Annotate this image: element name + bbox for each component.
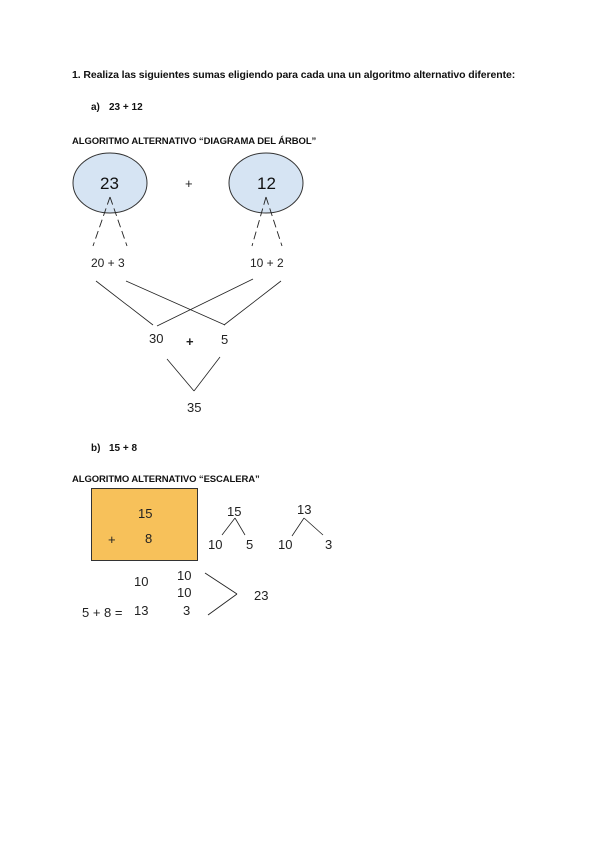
tree1-left: 10 [208,537,223,552]
cross-line-3 [156,278,254,327]
split-left-text: 20 + 3 [91,256,125,270]
part-b-heading: ALGORITMO ALTERNATIVO “ESCALERA” [72,474,260,485]
split-right-line-b [265,196,283,247]
circle-right-number: 12 [257,174,276,193]
tree1-right: 5 [246,537,254,552]
chevron-top [204,572,238,595]
cross-line-2 [125,280,226,326]
middle-plus: + [186,334,194,349]
circle-left-number: 23 [100,174,119,193]
part-a-expression: 23 + 12 [109,102,143,113]
plus-sign: + [185,176,193,191]
chevron-bottom [207,593,238,616]
tree2-left: 10 [278,537,293,552]
box-plus: + [108,532,116,547]
circle-right [228,152,304,214]
part-a-heading: ALGORITMO ALTERNATIVO “DIAGRAMA DEL ÁRBO… [72,136,317,147]
circle-left [72,152,148,214]
stair-col-mid: 10 [177,585,192,600]
tree1-line-right [234,517,246,536]
part-a-label: a) [91,102,100,113]
tree2-line-left [291,517,305,537]
merge-line-right [193,356,221,392]
tree1-top: 15 [227,504,242,519]
stair-eq-result: 13 [134,603,149,618]
stair-col-top: 10 [177,568,192,583]
tree2-line-right [303,517,324,536]
split-right-line-a [251,196,267,247]
part-b-expression: 15 + 8 [109,443,138,454]
instruction-text: 1. Realiza las siguientes sumas eligiend… [72,69,516,81]
tree2-right: 3 [325,537,333,552]
tree2-top: 13 [297,502,312,517]
final-result: 23 [254,588,269,603]
cross-line-1 [95,280,154,326]
tree1-line-left [221,517,236,536]
ones-sum: 5 [221,332,229,347]
box-top-number: 15 [138,506,153,521]
split-left-line-b [109,196,128,247]
result-a: 35 [187,400,202,415]
tens-sum: 30 [149,331,164,346]
stair-row1-left: 10 [134,574,149,589]
merge-line-left [166,358,195,392]
stair-equation: 5 + 8 = [82,605,123,620]
part-b-label: b) [91,443,101,454]
addition-box [91,488,198,561]
split-right-text: 10 + 2 [250,256,284,270]
stair-col-bottom: 3 [183,603,191,618]
split-left-line-a [92,196,111,247]
box-bottom-number: 8 [145,531,153,546]
cross-line-4 [223,280,282,326]
